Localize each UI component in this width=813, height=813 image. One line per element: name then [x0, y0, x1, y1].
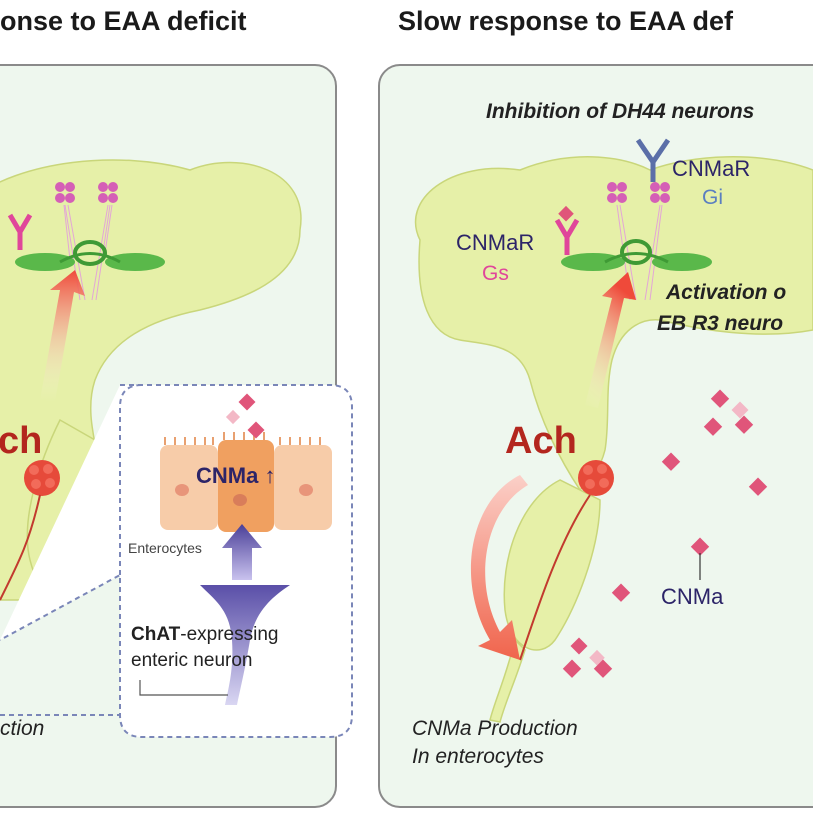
chat-bold-text: ChAT: [131, 624, 181, 645]
right-caption-line1: CNMa Production: [412, 717, 578, 740]
neuron-label-leader: [139, 680, 228, 696]
enteric-neuron: [200, 585, 290, 705]
gs-label: Gs: [482, 262, 509, 285]
left-bottom-caption: ction: [0, 717, 45, 740]
right-ach-cluster: [519, 460, 614, 661]
left-ach-label: ch: [0, 420, 43, 462]
right-curved-arrow: [470, 475, 528, 660]
inset-cnma-label: CNMa ↑: [196, 463, 275, 489]
left-panel-title: onse to EAA deficit: [0, 6, 247, 36]
chat-rest-text: -expressing: [180, 624, 279, 645]
right-cnma-peptides: [562, 389, 768, 678]
enterocytes-label: Enterocytes: [128, 540, 202, 556]
inset-cnma-text: CNMa: [196, 463, 259, 488]
activation-label-1: Activation o: [666, 281, 787, 304]
inhibition-label: Inhibition of DH44 neurons: [486, 100, 755, 123]
right-ach-label: Ach: [505, 420, 577, 462]
right-eb-ring: [561, 239, 712, 271]
left-ach-arrow: [40, 270, 85, 402]
left-ach-cluster: [0, 460, 60, 601]
cnmar-gs-label: CNMaR: [456, 230, 535, 255]
cnmar-gi-label: CNMaR: [672, 156, 751, 181]
gi-label: Gi: [702, 186, 723, 209]
right-caption-line2: In enterocytes: [412, 745, 544, 768]
right-cnmar-gs-receptor: [554, 205, 580, 255]
activation-label-2: EB R3 neuro: [657, 312, 784, 335]
inset-up-arrow: [222, 524, 262, 580]
enteric-neuron-label: enteric neuron: [131, 650, 253, 671]
right-cnma-label: CNMa: [661, 584, 724, 609]
chat-neuron-label: ChAT-expressing: [131, 624, 278, 646]
left-cnmar-gs-receptor: [7, 213, 33, 250]
right-ach-arrow: [585, 272, 636, 408]
enterocytes: [160, 432, 332, 532]
left-eb-ring: [15, 240, 165, 271]
up-arrow-icon: ↑: [258, 463, 276, 488]
inset-cnma-peptides: [225, 393, 265, 439]
right-panel-title: Slow response to EAA def: [398, 6, 734, 36]
right-cnmar-gi-receptor: [635, 138, 671, 182]
